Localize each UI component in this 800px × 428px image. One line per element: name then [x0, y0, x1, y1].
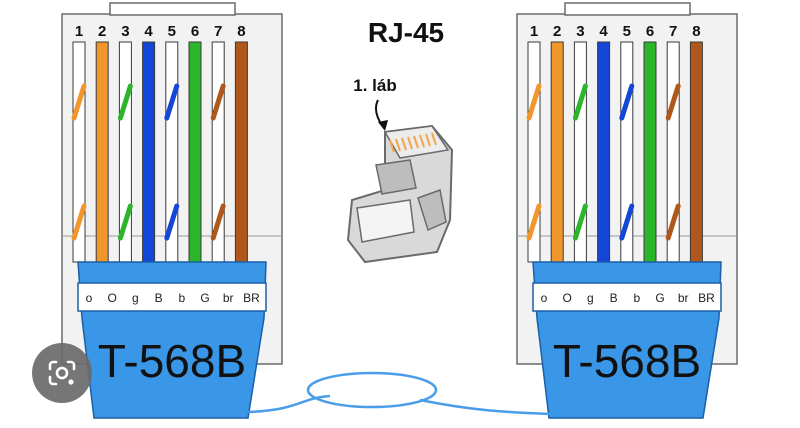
pin-number: 2 [553, 23, 561, 40]
color-code-label: o [86, 291, 93, 305]
wire-stripe [210, 83, 226, 121]
wire-pin-2 [95, 41, 109, 263]
color-code-strip [532, 282, 722, 312]
color-code-label: o [541, 291, 548, 305]
color-code-label: g [132, 291, 139, 305]
color-code-label: B [610, 291, 618, 305]
wire-stripe [164, 83, 180, 121]
wire-stripe [164, 203, 180, 241]
wire-pin-8 [234, 41, 248, 263]
wire-pin-4 [142, 41, 156, 263]
standard-label: T-568B [98, 335, 246, 387]
pin-number: 1 [75, 23, 83, 40]
pin-number: 5 [168, 23, 176, 40]
pin-number: 4 [599, 23, 608, 40]
wire-pin-8 [689, 41, 703, 263]
color-code-label: B [155, 291, 163, 305]
wire-stripe [665, 83, 681, 121]
pin-number: 3 [121, 23, 129, 40]
wire-pin-6 [643, 41, 657, 263]
color-code-label: G [655, 291, 664, 305]
color-code-label: BR [698, 291, 715, 305]
connector-latch [564, 2, 691, 16]
lens-search-button[interactable] [32, 343, 92, 403]
color-code-strip [77, 282, 267, 312]
wire-stripe [572, 203, 588, 241]
wire-pin-6 [188, 41, 202, 263]
color-code-label: g [587, 291, 594, 305]
wire-stripe [572, 83, 588, 121]
wire-stripe [619, 203, 635, 241]
wire-stripe [71, 203, 87, 241]
color-code-label: BR [243, 291, 260, 305]
color-code-label: br [223, 291, 234, 305]
pin-number: 4 [144, 23, 153, 40]
connector-latch [109, 2, 236, 16]
wire-stripe [665, 203, 681, 241]
color-code-label: O [563, 291, 572, 305]
wire-stripe [71, 83, 87, 121]
diagram-title: RJ-45 [368, 17, 444, 48]
pin-number: 7 [214, 23, 222, 40]
color-code-label: br [678, 291, 689, 305]
wire-pin-2 [550, 41, 564, 263]
wire-pin-4 [597, 41, 611, 263]
pin1-label: 1. láb [353, 76, 396, 95]
wire-stripe [526, 83, 542, 121]
cable-loop [247, 371, 551, 416]
wire-stripe [210, 203, 226, 241]
pin-number: 8 [692, 23, 700, 40]
pin-number: 2 [98, 23, 106, 40]
wire-stripe [526, 203, 542, 241]
pin-number: 8 [237, 23, 245, 40]
wire-stripe [117, 203, 133, 241]
color-code-label: b [633, 291, 640, 305]
wire-stripe [619, 83, 635, 121]
pin-number: 7 [669, 23, 677, 40]
color-code-label: G [200, 291, 209, 305]
rj45-plug-illustration: 1. láb [346, 76, 454, 264]
pin-number: 6 [191, 23, 199, 40]
pin-number: 3 [576, 23, 584, 40]
color-code-label: O [108, 291, 117, 305]
wire-stripe [117, 83, 133, 121]
color-code-label: b [178, 291, 185, 305]
pin-number: 1 [530, 23, 538, 40]
google-lens-icon [48, 360, 76, 386]
pin-number: 6 [646, 23, 654, 40]
pin-number: 5 [623, 23, 631, 40]
standard-label: T-568B [553, 335, 701, 387]
